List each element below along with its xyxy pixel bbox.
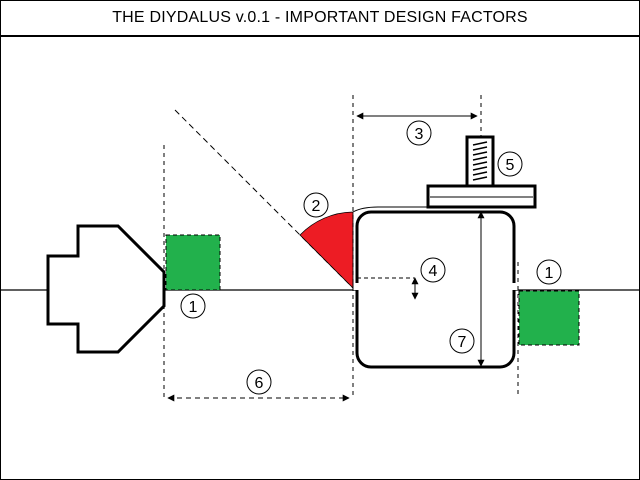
- callout-1-right: 1: [536, 259, 562, 285]
- angle-wedge: [299, 211, 354, 289]
- callout-1-left: 1: [180, 293, 206, 319]
- svg-text:6: 6: [255, 375, 264, 392]
- callout-6: 6: [246, 369, 272, 395]
- svg-text:3: 3: [415, 126, 424, 143]
- svg-text:2: 2: [312, 198, 321, 215]
- svg-text:1: 1: [545, 265, 554, 282]
- body-gap: [353, 283, 518, 290]
- svg-text:1: 1: [189, 299, 198, 316]
- left-green-block: [165, 234, 221, 291]
- callout-5: 5: [497, 151, 523, 177]
- callout-7: 7: [449, 328, 475, 354]
- page-title: THE DIYDALUS v.0.1 - IMPORTANT DESIGN FA…: [112, 9, 528, 26]
- callout-3: 3: [406, 120, 432, 146]
- title-bar: THE DIYDALUS v.0.1 - IMPORTANT DESIGN FA…: [1, 1, 639, 37]
- callout-2: 2: [303, 192, 329, 218]
- callout-4: 4: [420, 257, 446, 283]
- svg-text:4: 4: [429, 263, 438, 280]
- wedge-to-body-link: [352, 206, 430, 213]
- svg-text:7: 7: [458, 334, 467, 351]
- left-connector-shape: [46, 224, 166, 354]
- right-green-block: [518, 290, 580, 346]
- bolt-thread-icon: [472, 141, 488, 181]
- svg-text:5: 5: [506, 157, 515, 174]
- angle-guide-line: [174, 109, 354, 289]
